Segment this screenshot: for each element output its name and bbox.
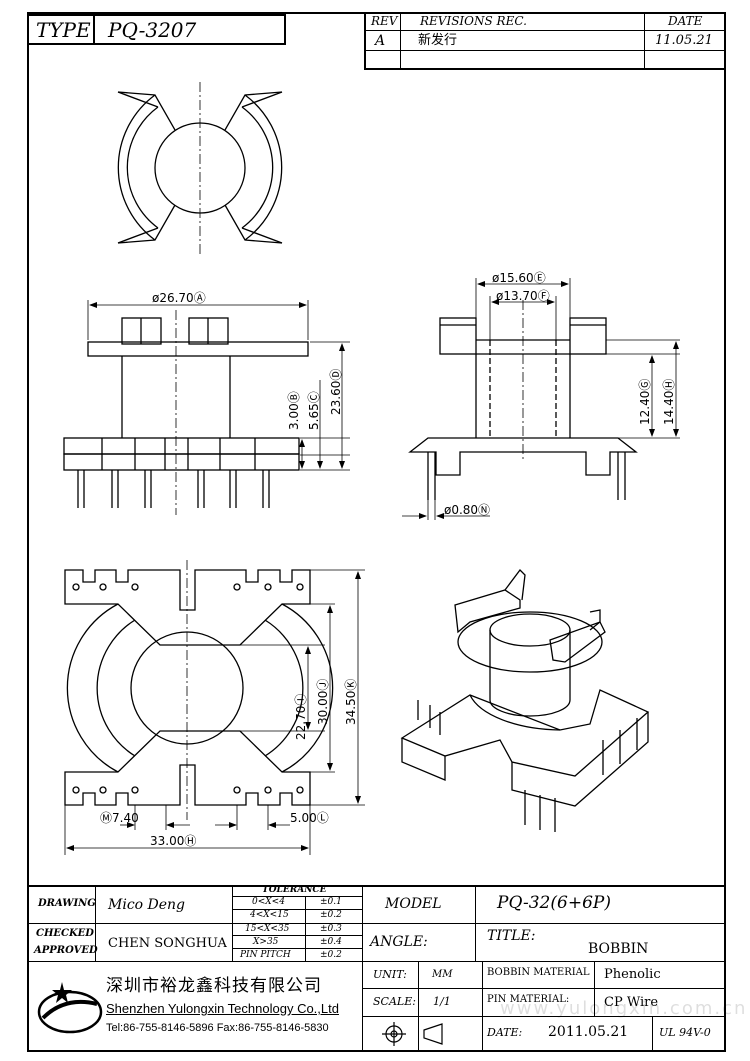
tolerance-value-4: ±0.4: [320, 937, 342, 947]
title-block-line-v2: [232, 885, 233, 961]
title-block-line-v3: [362, 885, 363, 1052]
bobbin-material-label: BOBBIN MATERIAL: [487, 967, 590, 978]
tolerance-line-4: [232, 948, 362, 949]
watermark: www.yulongxin.com.cn: [500, 998, 748, 1019]
type-value-cell: [93, 14, 286, 45]
front-view: [63, 300, 350, 515]
dim-d3: 5.65Ⓒ: [307, 391, 321, 430]
title-block-line-v1: [95, 885, 96, 961]
title-block-line-v5: [482, 961, 483, 1052]
type-label: TYPE: [36, 18, 91, 42]
tolerance-label: TOLERANCE: [262, 885, 327, 895]
company-contact: Tel:86-755-8146-5896 Fax:86-755-8146-583…: [106, 1022, 329, 1034]
tolerance-line-3: [232, 935, 362, 936]
dim-d9: ø0.80Ⓝ: [444, 503, 490, 517]
unit-label: UNIT:: [373, 968, 407, 981]
tolerance-value-1: ±0.1: [320, 897, 342, 907]
title-block-line-v8: [418, 1016, 419, 1052]
date-label: DATE:: [487, 1026, 523, 1039]
revision-col-line-1: [400, 12, 401, 70]
type-value: PQ-3207: [108, 18, 197, 42]
company-name-cn: 深圳市裕龙鑫科技有限公司: [106, 976, 322, 996]
tolerance-line-1: [232, 909, 362, 910]
side-view: [402, 278, 680, 520]
dim-d1: ø26.70Ⓐ: [152, 291, 206, 305]
unit-value: MM: [432, 969, 453, 980]
revisions-label: REVISIONS REC.: [420, 14, 527, 28]
dim-d6: ø13.70Ⓕ: [496, 289, 550, 303]
dim-d8: 14.40Ⓗ: [662, 379, 676, 425]
tolerance-range-4: X>35: [253, 937, 279, 947]
technical-drawing: ø26.70Ⓐ 3.00Ⓑ 5.65Ⓒ 23.60Ⓓ ø15.60Ⓔ ø13.7…: [63, 82, 680, 855]
drawing-label: DRAWING: [38, 898, 96, 909]
title-block-line-v4: [475, 885, 476, 961]
pin-material-value: CP Wire: [604, 995, 659, 1010]
angle-label: ANGLE:: [370, 934, 428, 950]
dim-d15: 33.00Ⓗ: [150, 834, 196, 848]
tolerance-value-5: ±0.2: [320, 950, 342, 960]
tolerance-range-5: PIN PITCH: [240, 950, 291, 960]
dim-d13: Ⓜ7.40: [100, 811, 139, 825]
approved-label: APPROVED: [34, 945, 98, 956]
title-block-line-v7: [652, 1016, 653, 1052]
isometric-view: [400, 569, 650, 832]
title-block-line-h1: [27, 923, 362, 924]
projection-symbol-icon: [382, 1022, 443, 1046]
pin-material-label: PIN MATERIAL:: [487, 994, 570, 1005]
tolerance-header-line: [232, 896, 362, 897]
revision-col-line-2: [644, 12, 645, 70]
date-value: 2011.05.21: [548, 1024, 629, 1040]
tolerance-value-2: ±0.2: [320, 910, 342, 920]
dim-d14: 5.00Ⓛ: [290, 811, 329, 825]
title-block-top-border: [27, 885, 726, 887]
title-block-line-v6: [594, 961, 595, 1016]
revision-text: 新发行: [418, 33, 458, 48]
model-label: MODEL: [385, 896, 442, 912]
tolerance-col-line: [305, 896, 306, 961]
revision-date: 11.05.21: [655, 33, 713, 48]
dim-d12: 34.50Ⓚ: [344, 679, 358, 725]
revision-row-line-2: [364, 50, 726, 51]
scale-value: 1/1: [433, 995, 451, 1008]
date-header-label: DATE: [668, 14, 703, 28]
approved-value: CHEN SONGHUA: [108, 936, 227, 951]
company-logo-icon: [37, 982, 103, 1034]
dim-d2: 3.00Ⓑ: [287, 391, 301, 430]
dim-d4: 23.60Ⓓ: [329, 369, 343, 415]
title-value: BOBBIN: [588, 941, 649, 957]
tolerance-range-3: 15<X<35: [245, 924, 290, 934]
checked-label: CHECKED: [36, 928, 94, 939]
revision-row-line-1: [364, 30, 726, 31]
tolerance-value-3: ±0.3: [320, 924, 342, 934]
company-name-en: Shenzhen Yulongxin Technology Co.,Ltd: [106, 1001, 339, 1016]
title-block-line-h4: [362, 988, 726, 989]
drawing-frame: [27, 12, 726, 1052]
title-block-line-h3: [362, 923, 726, 924]
dim-d10: 22.70Ⓘ: [294, 694, 308, 740]
drawing-value: Mico Deng: [108, 897, 186, 913]
title-block-line-h2: [27, 961, 726, 962]
title-block-line-h5: [362, 1016, 726, 1017]
title-label: TITLE:: [487, 928, 536, 944]
title-block-line-v9: [418, 961, 419, 1016]
bobbin-material-value: Phenolic: [604, 967, 661, 982]
dim-d5: ø15.60Ⓔ: [492, 271, 546, 285]
top-view: [117, 82, 283, 254]
dim-d7: 12.40Ⓖ: [638, 379, 652, 425]
model-value: PQ-32(6+6P): [497, 893, 611, 913]
rev-label: REV: [371, 14, 398, 28]
ul-value: UL 94V-0: [659, 1026, 711, 1039]
dim-d11: 30.00Ⓙ: [316, 679, 330, 725]
bottom-view: [64, 560, 365, 855]
tolerance-range-1: 0<X<4: [252, 897, 285, 907]
rev-value: A: [375, 33, 386, 49]
tolerance-range-2: 4<X<15: [250, 910, 289, 920]
scale-label: SCALE:: [373, 995, 416, 1008]
